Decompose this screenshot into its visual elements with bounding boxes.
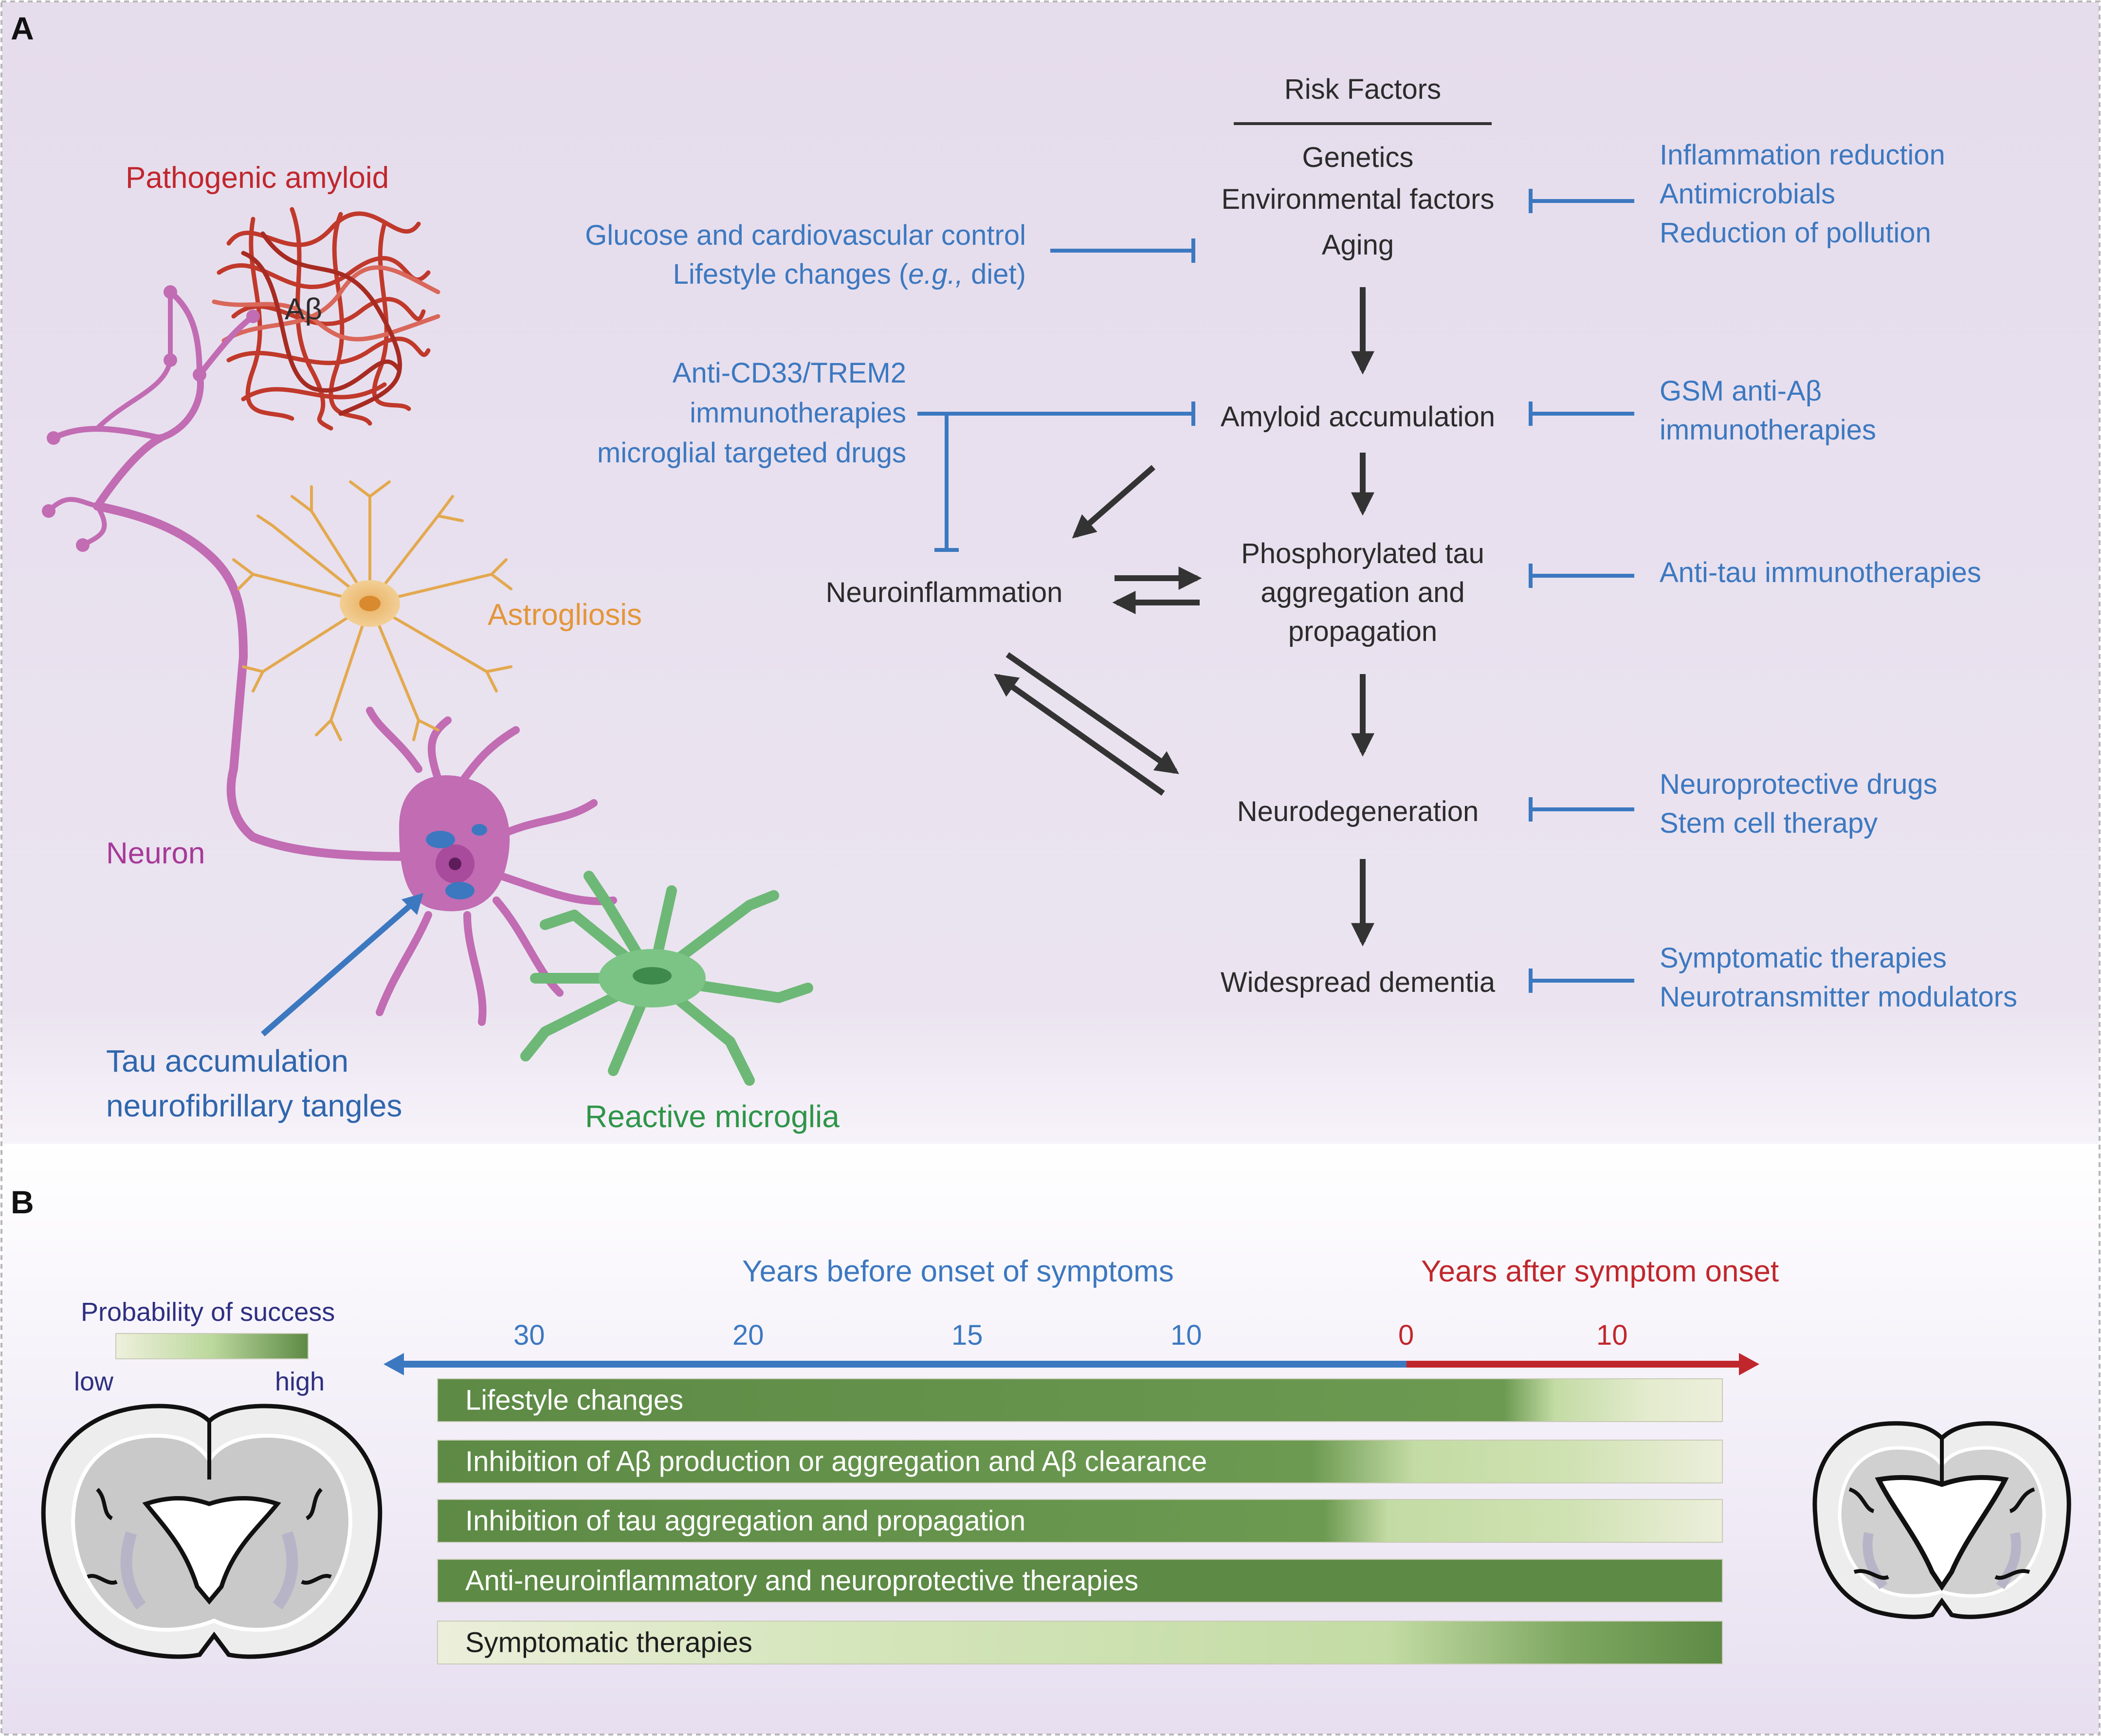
abeta-label: Aβ bbox=[285, 292, 323, 326]
node-neurodegeneration: Neurodegeneration bbox=[1237, 796, 1479, 827]
node-neuroinflammation: Neuroinflammation bbox=[825, 577, 1063, 608]
intervention-glucose-2b: e.g., bbox=[908, 258, 964, 290]
bar-neuroprotective: Anti-neuroinflammatory and neuroprotecti… bbox=[437, 1559, 1723, 1603]
risk-environmental: Environmental factors bbox=[1221, 183, 1495, 215]
node-tau-3: propagation bbox=[1288, 616, 1438, 647]
microglia-label: Reactive microglia bbox=[585, 1099, 840, 1134]
inhibition-connectors bbox=[917, 189, 1634, 993]
intervention-glucose-2a: Lifestyle changes ( bbox=[673, 258, 909, 290]
timeline-after-label: Years after symptom onset bbox=[1421, 1255, 1779, 1288]
tau-label-1: Tau accumulation bbox=[106, 1043, 349, 1078]
intervention-neurotransmitter: Neurotransmitter modulators bbox=[1660, 981, 2017, 1013]
tick-0: 0 bbox=[1398, 1319, 1414, 1351]
probability-title: Probability of success bbox=[81, 1297, 335, 1327]
intervention-gsm: GSM anti-Aβ bbox=[1660, 375, 1822, 407]
tangle-1 bbox=[426, 831, 455, 848]
panel-a-letter: A bbox=[11, 10, 34, 46]
tick-30: 30 bbox=[513, 1319, 545, 1351]
neuron-body bbox=[399, 775, 510, 912]
brain-atrophied bbox=[1812, 1421, 2071, 1619]
neuron-dendrite-tips bbox=[42, 285, 260, 552]
intervention-inflammation: Inflammation reduction bbox=[1660, 139, 1945, 171]
brain-healthy bbox=[41, 1404, 383, 1659]
intervention-stem-cell: Stem cell therapy bbox=[1660, 807, 1878, 839]
astrocyte-nucleus bbox=[359, 596, 381, 611]
bar-lifestyle: Lifestyle changes bbox=[437, 1378, 1723, 1422]
intervention-antimicrobials: Antimicrobials bbox=[1660, 178, 1835, 210]
bar-abeta-label: Inhibition of Aβ production or aggregati… bbox=[465, 1445, 1207, 1478]
timeline-before-label: Years before onset of symptoms bbox=[742, 1255, 1174, 1288]
neuron-nucleolus bbox=[449, 858, 461, 870]
tick-10-before: 10 bbox=[1170, 1319, 1202, 1351]
panel-b-letter: B bbox=[11, 1184, 34, 1220]
intervention-immunotherapies: immunotherapies bbox=[1660, 414, 1876, 446]
tangle-3 bbox=[472, 824, 487, 836]
intervention-pollution: Reduction of pollution bbox=[1660, 217, 1931, 249]
intervention-glucose-2c: diet) bbox=[963, 258, 1026, 290]
risk-factors-title: Risk Factors bbox=[1284, 73, 1442, 105]
intervention-cd33-2: immunotherapies bbox=[690, 397, 906, 429]
neuron-cell bbox=[46, 289, 433, 861]
risk-genetics: Genetics bbox=[1302, 142, 1414, 173]
microglia-nucleus bbox=[633, 967, 672, 985]
tick-15: 15 bbox=[951, 1319, 983, 1351]
intervention-glucose-1: Glucose and cardiovascular control bbox=[585, 219, 1026, 251]
amyloid-label: Pathogenic amyloid bbox=[126, 161, 389, 195]
timeline-left-head bbox=[384, 1353, 404, 1375]
amyloid-plaque bbox=[212, 207, 440, 431]
tau-pointer-head bbox=[402, 893, 423, 915]
tick-10-after: 10 bbox=[1596, 1319, 1628, 1351]
node-amyloid: Amyloid accumulation bbox=[1220, 401, 1496, 433]
tau-pointer-arrow bbox=[261, 898, 418, 1037]
probability-high: high bbox=[275, 1367, 325, 1396]
intervention-cd33-1: Anti-CD33/TREM2 bbox=[672, 357, 906, 389]
intervention-anti-tau: Anti-tau immunotherapies bbox=[1660, 557, 1981, 588]
intervention-cd33-3: microglial targeted drugs bbox=[597, 437, 906, 469]
node-dementia: Widespread dementia bbox=[1220, 967, 1496, 998]
arrow-amyloid-to-neuroinflammation bbox=[1072, 465, 1155, 539]
bar-neuroprotective-label: Anti-neuroinflammatory and neuroprotecti… bbox=[465, 1565, 1139, 1597]
bar-tau-label: Inhibition of tau aggregation and propag… bbox=[465, 1505, 1026, 1537]
timeline-right-head bbox=[1739, 1353, 1759, 1375]
bar-tau: Inhibition of tau aggregation and propag… bbox=[437, 1499, 1723, 1543]
tick-20: 20 bbox=[732, 1319, 764, 1351]
neuron-label: Neuron bbox=[106, 837, 205, 870]
arrow-neuroinflammation-to-neurodegeneration bbox=[1005, 652, 1179, 774]
bar-symptomatic: Symptomatic therapies bbox=[437, 1621, 1723, 1664]
bar-symptomatic-label: Symptomatic therapies bbox=[465, 1626, 752, 1659]
node-tau-2: aggregation and bbox=[1261, 577, 1465, 608]
probability-low: low bbox=[74, 1367, 114, 1396]
probability-scale bbox=[115, 1333, 309, 1359]
node-tau-1: Phosphorylated tau bbox=[1241, 538, 1484, 569]
intervention-symptomatic: Symptomatic therapies bbox=[1660, 942, 1947, 974]
bar-abeta: Inhibition of Aβ production or aggregati… bbox=[437, 1440, 1723, 1483]
astrogliosis-label: Astrogliosis bbox=[488, 598, 642, 632]
bar-lifestyle-label: Lifestyle changes bbox=[465, 1384, 684, 1416]
intervention-neuroprotective: Neuroprotective drugs bbox=[1660, 768, 1937, 800]
intervention-glucose-2: Lifestyle changes (e.g., diet) bbox=[487, 258, 1026, 291]
tau-label-2: neurofibrillary tangles bbox=[106, 1088, 402, 1123]
tangle-2 bbox=[445, 882, 475, 899]
arrow-neurodegeneration-to-neuroinflammation bbox=[994, 674, 1165, 796]
risk-aging: Aging bbox=[1321, 229, 1394, 261]
